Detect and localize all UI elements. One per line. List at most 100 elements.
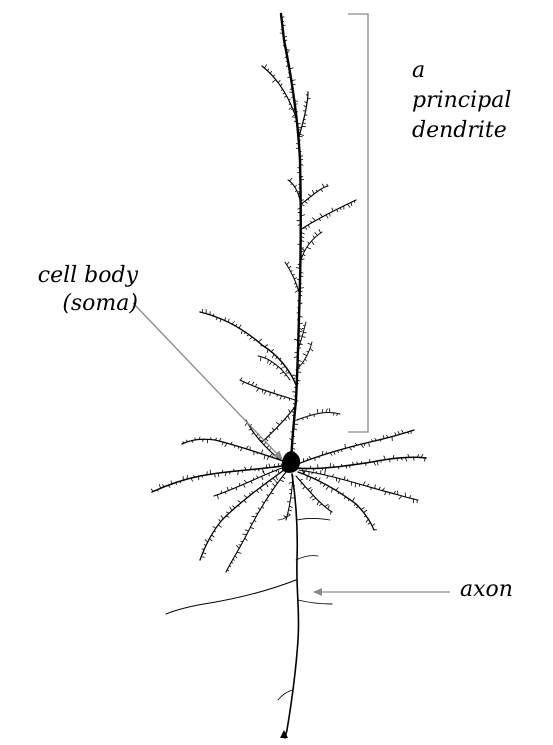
dendritic-spine [264,391,267,394]
dendritic-spine [220,319,221,322]
dendritic-spine [290,178,292,181]
dendritic-spine [372,524,375,526]
dendritic-spine [240,448,242,451]
dendritic-spine [204,544,206,545]
dendritic-spine [319,504,322,506]
dendritic-spine [312,498,316,500]
dendritic-spine [320,483,322,485]
dendritic-spine [281,89,283,90]
dendritic-spine [262,506,264,508]
dendritic-spine [244,500,246,503]
dendritic-spine [395,432,396,435]
dendritic-spine [288,514,291,515]
dendritic-spine [226,516,229,517]
dendritic-spine [265,345,268,347]
dendritic-spine [328,505,329,509]
dendritic-spine [271,489,273,490]
dendritic-spine [262,476,263,480]
dendritic-spine [268,69,269,71]
dendritic-spine [244,332,246,333]
dendritic-spine [235,556,237,559]
dendritic-spine [244,495,247,497]
dendritic-spine [233,559,235,561]
dendritic-spine [354,504,355,506]
dendritic-spine [315,232,318,235]
dendritic-spine [273,364,275,366]
dendritic-spine [293,274,295,275]
cell-body-label: cell body (soma) [10,262,138,318]
dendritic-spine [300,479,303,480]
dendritic-spine [309,456,311,459]
dendritic-spine [171,481,172,484]
dendritic-spine [289,409,291,412]
dendritic-spine [312,241,314,245]
dendritic-spine [282,477,285,479]
dendritic-spine [317,409,318,414]
dendritic-spine [278,470,279,473]
dendritic-spine [262,501,264,503]
dendritic-spine [217,495,218,499]
dendritic-spine [313,236,314,239]
dendritic-spine [368,523,371,525]
dendritic-spine [334,452,335,455]
dendritic-spine [398,431,400,434]
dendritic-spine [270,432,272,433]
dendritic-spine [304,470,305,474]
dendritic-spine [289,506,292,508]
dendritic-spine [305,227,307,230]
dendritic-spine [292,375,295,376]
dendritic-spine [330,213,331,216]
dendritic-spine [303,254,305,256]
dendritic-spine [301,484,303,485]
dendritic-spine [317,501,319,505]
dendritic-spine [272,483,275,486]
dendritic-spine [329,408,330,412]
dendritic-spine [232,321,235,324]
dendritic-spine [212,535,215,537]
dendritic-spine [310,495,314,498]
dendritic-spine [243,484,245,487]
dendritic-spine [201,557,204,558]
dendritic-spine [254,520,256,522]
dendritic-spine [291,184,293,185]
dendritic-spine [332,208,333,211]
dendritic-spine [246,446,248,449]
dendritic-spine [259,339,262,342]
dendritic-spine [266,483,268,487]
cell-body-label-line-2: (soma) [10,290,138,318]
dendritic-spine [361,507,364,509]
dendritic-spine [270,481,272,482]
dendritic-spine [364,516,366,517]
dendritic-spine [249,337,252,340]
dendritic-spine [319,229,321,233]
dendritic-spine [281,84,283,86]
dendritic-spine [312,190,314,194]
dendritic-spine [322,184,324,188]
dendritic-spine [291,270,293,272]
dendritic-spine [270,453,273,456]
dendritic-spine [305,201,308,203]
dendritic-spine [226,512,229,514]
dendritic-spine [269,362,271,365]
dendritic-spine [280,396,282,400]
dendritic-spine [273,75,275,77]
dendritic-spine [266,500,268,501]
dendritic-spine [151,489,153,492]
dendritic-spine [295,185,297,187]
cell-body [282,451,300,473]
dendritic-spine [378,461,379,466]
dendritic-spine [332,474,333,477]
dendritic-spine [302,249,305,251]
dendritic-spine [284,397,286,399]
dendritic-spine [272,428,274,431]
dendritic-spine [284,96,287,97]
dendritic-spine [337,209,339,212]
dendritic-spine [399,496,402,499]
dendritic-spine [268,436,270,438]
dendritic-spine [283,366,285,368]
principal-dendrite-label-line-1: a [412,56,511,86]
dendritic-spine [265,65,267,69]
dendritic-spine [232,506,235,508]
dendritic-spine [260,488,262,491]
